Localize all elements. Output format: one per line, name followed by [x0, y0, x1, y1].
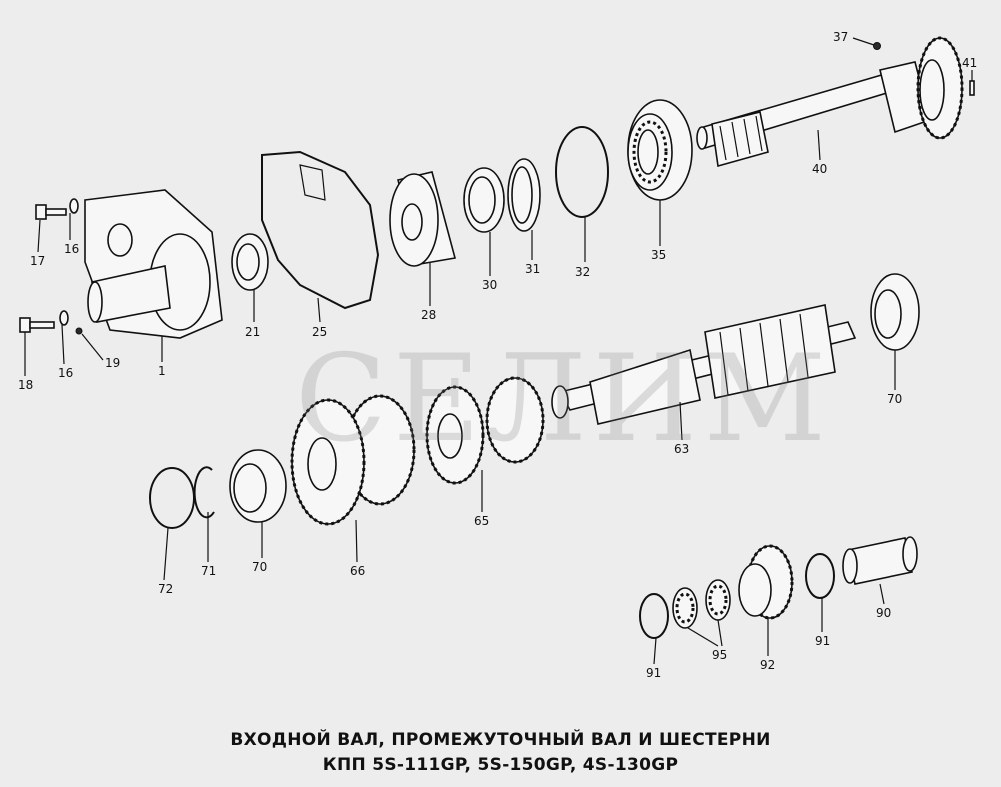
label-16-lower: 16	[58, 366, 74, 380]
part-71-snap-ring	[193, 466, 215, 519]
part-91-washer-right	[805, 553, 835, 599]
part-65-gear-pair	[425, 376, 545, 485]
part-41-pin	[969, 80, 975, 96]
label-92: 92	[760, 658, 776, 672]
part-17-bolt	[35, 204, 67, 220]
part-1-front-cover	[84, 189, 223, 339]
part-92-gear	[738, 544, 794, 620]
label-65: 65	[474, 514, 490, 528]
caption-subtitle: КПП 5S-111GP, 5S-150GP, 4S-130GP	[322, 755, 679, 775]
label-1: 1	[158, 364, 166, 378]
part-40-input-shaft	[696, 36, 964, 168]
label-25: 25	[312, 325, 328, 339]
label-91-right: 91	[815, 634, 831, 648]
label-32: 32	[575, 265, 591, 279]
part-16-washer-lower	[59, 310, 69, 326]
label-90: 90	[876, 606, 892, 620]
label-91-left: 91	[646, 666, 662, 680]
label-70-lower: 70	[252, 560, 268, 574]
part-32-ring	[555, 126, 609, 218]
label-40: 40	[812, 162, 828, 176]
part-35-bearing	[627, 99, 693, 201]
label-16-upper: 16	[64, 242, 80, 256]
label-63: 63	[674, 442, 690, 456]
part-19-ball	[75, 327, 83, 335]
part-91-washer-left	[639, 593, 669, 639]
label-17: 17	[30, 254, 46, 268]
label-18: 18	[18, 378, 34, 392]
part-25-gasket	[261, 150, 380, 310]
label-41: 41	[962, 56, 978, 70]
label-70-upper: 70	[887, 392, 903, 406]
label-31: 31	[525, 262, 541, 276]
label-35: 35	[651, 248, 667, 262]
label-72: 72	[158, 582, 174, 596]
part-28-bearing-cover	[389, 171, 456, 267]
part-37-ball	[873, 42, 881, 50]
label-28: 28	[421, 308, 437, 322]
label-19: 19	[105, 356, 121, 370]
label-21: 21	[245, 325, 261, 339]
part-63-countershaft	[551, 304, 857, 425]
part-72-ring	[149, 467, 195, 529]
part-18-bolt	[19, 317, 55, 333]
part-90-shaft	[842, 536, 918, 585]
leader-lines	[24, 37, 973, 665]
part-66-gear-pair	[290, 394, 416, 526]
label-95: 95	[712, 648, 728, 662]
label-66: 66	[350, 564, 366, 578]
caption-title: ВХОДНОЙ ВАЛ, ПРОМЕЖУТОЧНЫЙ ВАЛ И ШЕСТЕРН…	[230, 730, 771, 750]
watermark: СЕЛИМ	[295, 330, 833, 469]
part-16-washer	[69, 198, 79, 214]
label-71: 71	[201, 564, 217, 578]
label-37: 37	[833, 30, 849, 44]
label-30: 30	[482, 278, 498, 292]
